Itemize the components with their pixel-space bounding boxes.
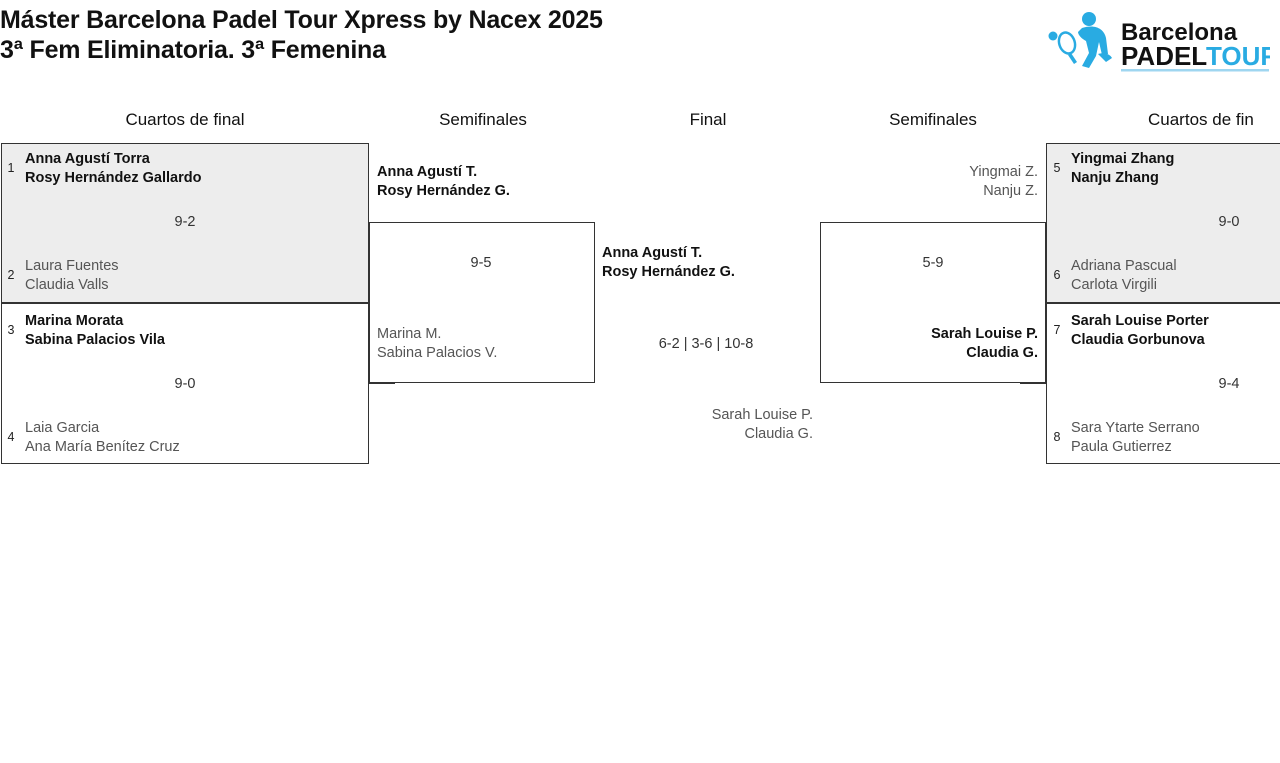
score-qf-right-1: 9-0 — [1218, 214, 1240, 230]
column-header-semifinals-right: Semifinales — [889, 110, 977, 129]
team-qf-left-1-bottom: Laura Fuentes Claudia Valls — [25, 257, 119, 295]
team-qf-left-1-top: Anna Agustí Torra Rosy Hernández Gallard… — [25, 150, 201, 188]
team-line-2: Sabina Palacios V. — [377, 345, 498, 361]
team-sf-right-bottom: Sarah Louise P. Claudia G. — [838, 325, 1038, 363]
team-final-winner: Anna Agustí T. Rosy Hernández G. — [602, 244, 735, 282]
team-sf-left-bottom: Marina M. Sabina Palacios V. — [377, 325, 497, 363]
score-qf-right-2: 9-4 — [1218, 376, 1240, 392]
team-sf-right-top: Yingmai Z. Nanju Z. — [838, 163, 1038, 201]
team-qf-right-2-bottom: Sara Ytarte Serrano Paula Gutierrez — [1071, 419, 1200, 457]
team-line-1: Marina M. — [377, 326, 442, 342]
team-line-2: Rosy Hernández G. — [377, 183, 510, 199]
logo-word-tour: TOUR — [1206, 41, 1270, 71]
seed-number: 5 — [1053, 161, 1061, 175]
tournament-title-line-1: Máster Barcelona Padel Tour Xpress by Na… — [0, 6, 603, 34]
score-qf-left-2: 9-0 — [174, 376, 196, 392]
team-line-1: Sarah Louise Porter — [1071, 313, 1209, 329]
seed-number: 7 — [1053, 323, 1061, 337]
team-line-2: Paula Gutierrez — [1071, 439, 1172, 455]
team-line-1: Yingmai Zhang — [1071, 151, 1175, 167]
team-line-1: Anna Agustí Torra — [25, 151, 150, 167]
score-sf-left: 9-5 — [470, 255, 492, 271]
column-header-semifinals-left: Semifinales — [439, 110, 527, 129]
team-qf-left-2-bottom: Laia Garcia Ana María Benítez Cruz — [25, 419, 180, 457]
seed-number: 6 — [1053, 268, 1061, 282]
seed-number: 4 — [7, 430, 15, 444]
team-sf-left-top: Anna Agustí T. Rosy Hernández G. — [377, 163, 510, 201]
team-line-1: Adriana Pascual — [1071, 258, 1177, 274]
column-header-quarterfinals-right: Cuartos de fin — [1148, 110, 1254, 129]
team-line-1: Sarah Louise P. — [931, 326, 1038, 342]
connector-qf-right-1-to-sf — [1020, 222, 1046, 223]
team-line-2: Claudia Gorbunova — [1071, 332, 1205, 348]
team-line-1: Sarah Louise P. — [711, 407, 813, 423]
team-qf-right-1-bottom: Adriana Pascual Carlota Virgili — [1071, 257, 1177, 295]
team-qf-right-1-top: Yingmai Zhang Nanju Zhang — [1071, 150, 1174, 188]
team-line-2: Claudia G. — [744, 426, 813, 442]
score-final: 6-2 | 3-6 | 10-8 — [658, 336, 754, 352]
team-line-2: Nanju Z. — [983, 183, 1038, 199]
connector-qf-left-2-to-sf — [369, 383, 395, 384]
logo-word-padel: PADEL — [1121, 41, 1207, 71]
barcelona-padel-tour-logo: Barcelona PADEL TOUR — [1042, 8, 1270, 76]
column-header-quarterfinals-left: Cuartos de final — [125, 110, 245, 129]
seed-number: 2 — [7, 268, 15, 282]
match-box-sf-right[interactable] — [820, 222, 1046, 383]
team-qf-right-2-top: Sarah Louise Porter Claudia Gorbunova — [1071, 312, 1209, 350]
seed-number: 1 — [7, 161, 15, 175]
padel-racket-icon — [1057, 31, 1077, 64]
tournament-title-line-2: 3ª Fem Eliminatoria. 3ª Femenina — [0, 36, 386, 64]
match-box-qf-left-2[interactable] — [1, 303, 369, 464]
connector-qf-right-2-to-sf — [1020, 383, 1046, 384]
padel-player-icon — [1078, 12, 1112, 68]
team-line-2: Claudia G. — [966, 345, 1038, 361]
score-sf-right: 5-9 — [922, 255, 944, 271]
match-box-qf-right-2[interactable] — [1046, 303, 1280, 464]
match-box-sf-left[interactable] — [369, 222, 595, 383]
team-line-2: Ana María Benítez Cruz — [25, 439, 180, 455]
seed-number: 3 — [7, 323, 15, 337]
team-line-2: Claudia Valls — [25, 277, 109, 293]
team-line-1: Yingmai Z. — [969, 164, 1038, 180]
team-line-2: Nanju Zhang — [1071, 170, 1159, 186]
match-box-qf-left-1[interactable] — [1, 143, 369, 303]
seed-number: 8 — [1053, 430, 1061, 444]
team-qf-left-2-top: Marina Morata Sabina Palacios Vila — [25, 312, 165, 350]
team-line-2: Sabina Palacios Vila — [25, 332, 165, 348]
logo-word-barcelona: Barcelona — [1121, 19, 1238, 46]
team-line-1: Laia Garcia — [25, 420, 100, 436]
team-line-1: Anna Agustí T. — [602, 245, 703, 261]
team-line-2: Rosy Hernández Gallardo — [25, 170, 202, 186]
team-line-1: Anna Agustí T. — [377, 164, 478, 180]
team-line-1: Laura Fuentes — [25, 258, 119, 274]
team-final-runner-up: Sarah Louise P. Claudia G. — [613, 406, 813, 444]
team-line-1: Marina Morata — [25, 313, 124, 329]
score-qf-left-1: 9-2 — [174, 214, 196, 230]
column-header-final: Final — [689, 110, 727, 129]
page-title: Máster Barcelona Padel Tour Xpress by Na… — [0, 5, 603, 65]
team-line-2: Rosy Hernández G. — [602, 264, 735, 280]
team-line-1: Sara Ytarte Serrano — [1071, 420, 1200, 436]
logo-underline — [1121, 69, 1269, 72]
match-box-qf-right-1[interactable] — [1046, 143, 1280, 303]
ball-icon — [1048, 31, 1058, 41]
team-line-2: Carlota Virgili — [1071, 277, 1157, 293]
